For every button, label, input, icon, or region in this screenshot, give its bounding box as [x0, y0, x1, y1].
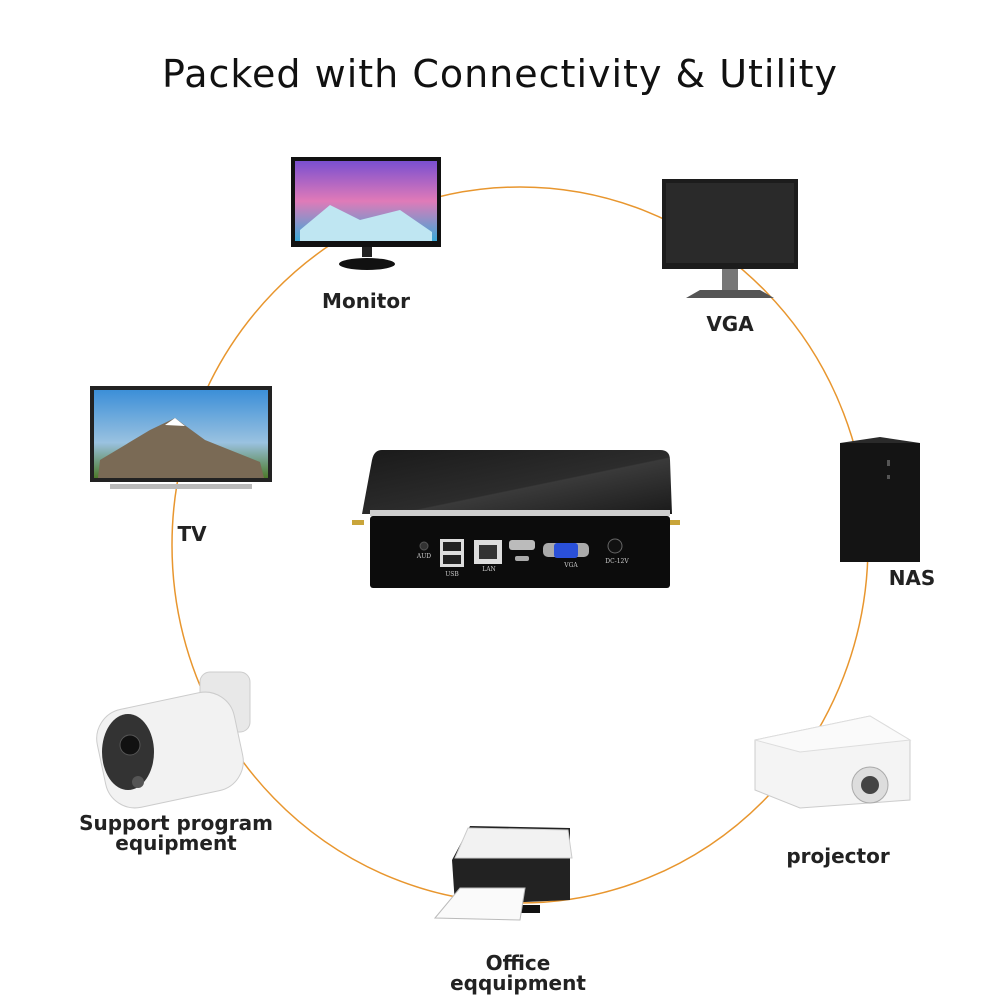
port-label-usb: USB: [445, 571, 459, 578]
label-line: equipment: [115, 831, 237, 855]
port-label-dc: DC-12V: [605, 558, 629, 565]
port-label-vga: VGA: [563, 562, 578, 569]
label-line: Office: [485, 951, 551, 975]
printer-icon: [433, 826, 573, 921]
label-camera: Support program equipment: [79, 813, 273, 853]
port-label-lan: LAN: [482, 566, 496, 573]
label-printer: Office eqquipment: [450, 953, 586, 993]
label-projector: projector: [786, 844, 890, 868]
tv-icon: [90, 386, 272, 489]
label-line: eqquipment: [450, 971, 586, 995]
page-title: Packed with Connectivity & Utility: [162, 52, 838, 96]
label-vga: VGA: [706, 312, 754, 336]
port-label-aud: AUD: [416, 553, 431, 560]
security-camera-icon: [96, 671, 251, 809]
projector-icon: [754, 715, 912, 809]
nas-tower-icon: [840, 437, 920, 562]
label-monitor: Monitor: [322, 289, 410, 313]
monitor-icon: [291, 157, 441, 270]
label-tv: TV: [177, 522, 207, 546]
vga-monitor-icon: [662, 179, 798, 298]
label-nas: NAS: [888, 566, 936, 590]
label-line: Support program: [79, 811, 273, 835]
mini-pc-icon: AUD USB LAN VGA DC-12V: [352, 450, 680, 588]
